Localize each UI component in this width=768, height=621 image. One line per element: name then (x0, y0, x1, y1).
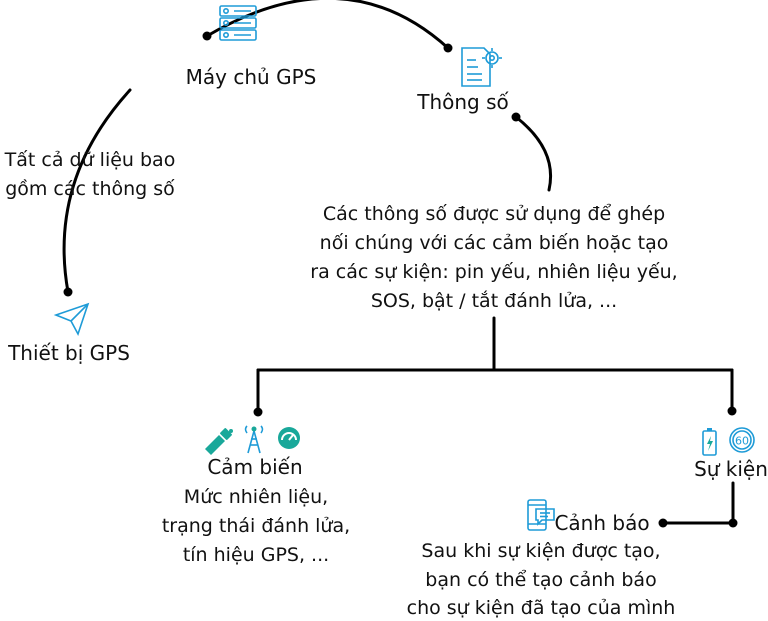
settings-document-icon (461, 47, 502, 87)
arc-params-to-description (514, 115, 553, 192)
node-dot (658, 518, 668, 528)
alerts-line-2: bạn có thể tạo cảnh báo (425, 569, 656, 591)
sensors-line-2: trạng thái đánh lửa, (162, 515, 350, 537)
chat-message-icon (527, 499, 555, 531)
params-description-line-1: Các thông số được sử dụng để ghép (323, 203, 665, 225)
alerts-line-3: cho sự kiện đã tạo của mình (407, 597, 676, 619)
battery-icon (702, 428, 717, 456)
params-label: Thông số (416, 90, 509, 114)
params-description-line-3: ra các sự kiện: pin yếu, nhiên liệu yếu, (310, 261, 677, 283)
node-dot (511, 112, 521, 122)
sensors-line-3: tín hiệu GPS, ... (183, 544, 329, 566)
fuel-nozzle-icon (205, 428, 233, 455)
sensors-line-1: Mức nhiên liệu, (184, 486, 328, 508)
params-description-line-2: nối chúng với các cảm biến hoặc tạo (320, 232, 669, 254)
connector-events-to-alerts (661, 481, 735, 525)
speed-limit-icon: 60 (729, 427, 755, 453)
arc-label-line-2: gồm các thông số (5, 178, 175, 200)
events-label: Sự kiện (694, 457, 768, 481)
arc-label-line-1: Tất cả dữ liệu bao (4, 149, 176, 171)
send-icon (53, 302, 90, 337)
server-label: Máy chủ GPS (186, 65, 317, 89)
node-dot (727, 406, 737, 416)
alerts-label: Cảnh báo (554, 511, 649, 535)
speed-limit-value: 60 (735, 435, 749, 448)
sensors-label: Cảm biến (207, 455, 302, 479)
node-dot (202, 31, 212, 41)
node-dot (63, 287, 73, 297)
server-icon (219, 5, 257, 41)
device-label: Thiết bị GPS (7, 341, 130, 365)
arc-server-to-device (62, 88, 132, 294)
node-dot (728, 518, 738, 528)
alerts-line-1: Sau khi sự kiện được tạo, (421, 540, 660, 562)
node-dot (253, 407, 263, 417)
params-description-line-4: SOS, bật / tắt đánh lửa, ... (371, 289, 617, 312)
gauge-icon (278, 427, 300, 449)
antenna-icon (244, 425, 264, 454)
node-dot (443, 43, 453, 53)
